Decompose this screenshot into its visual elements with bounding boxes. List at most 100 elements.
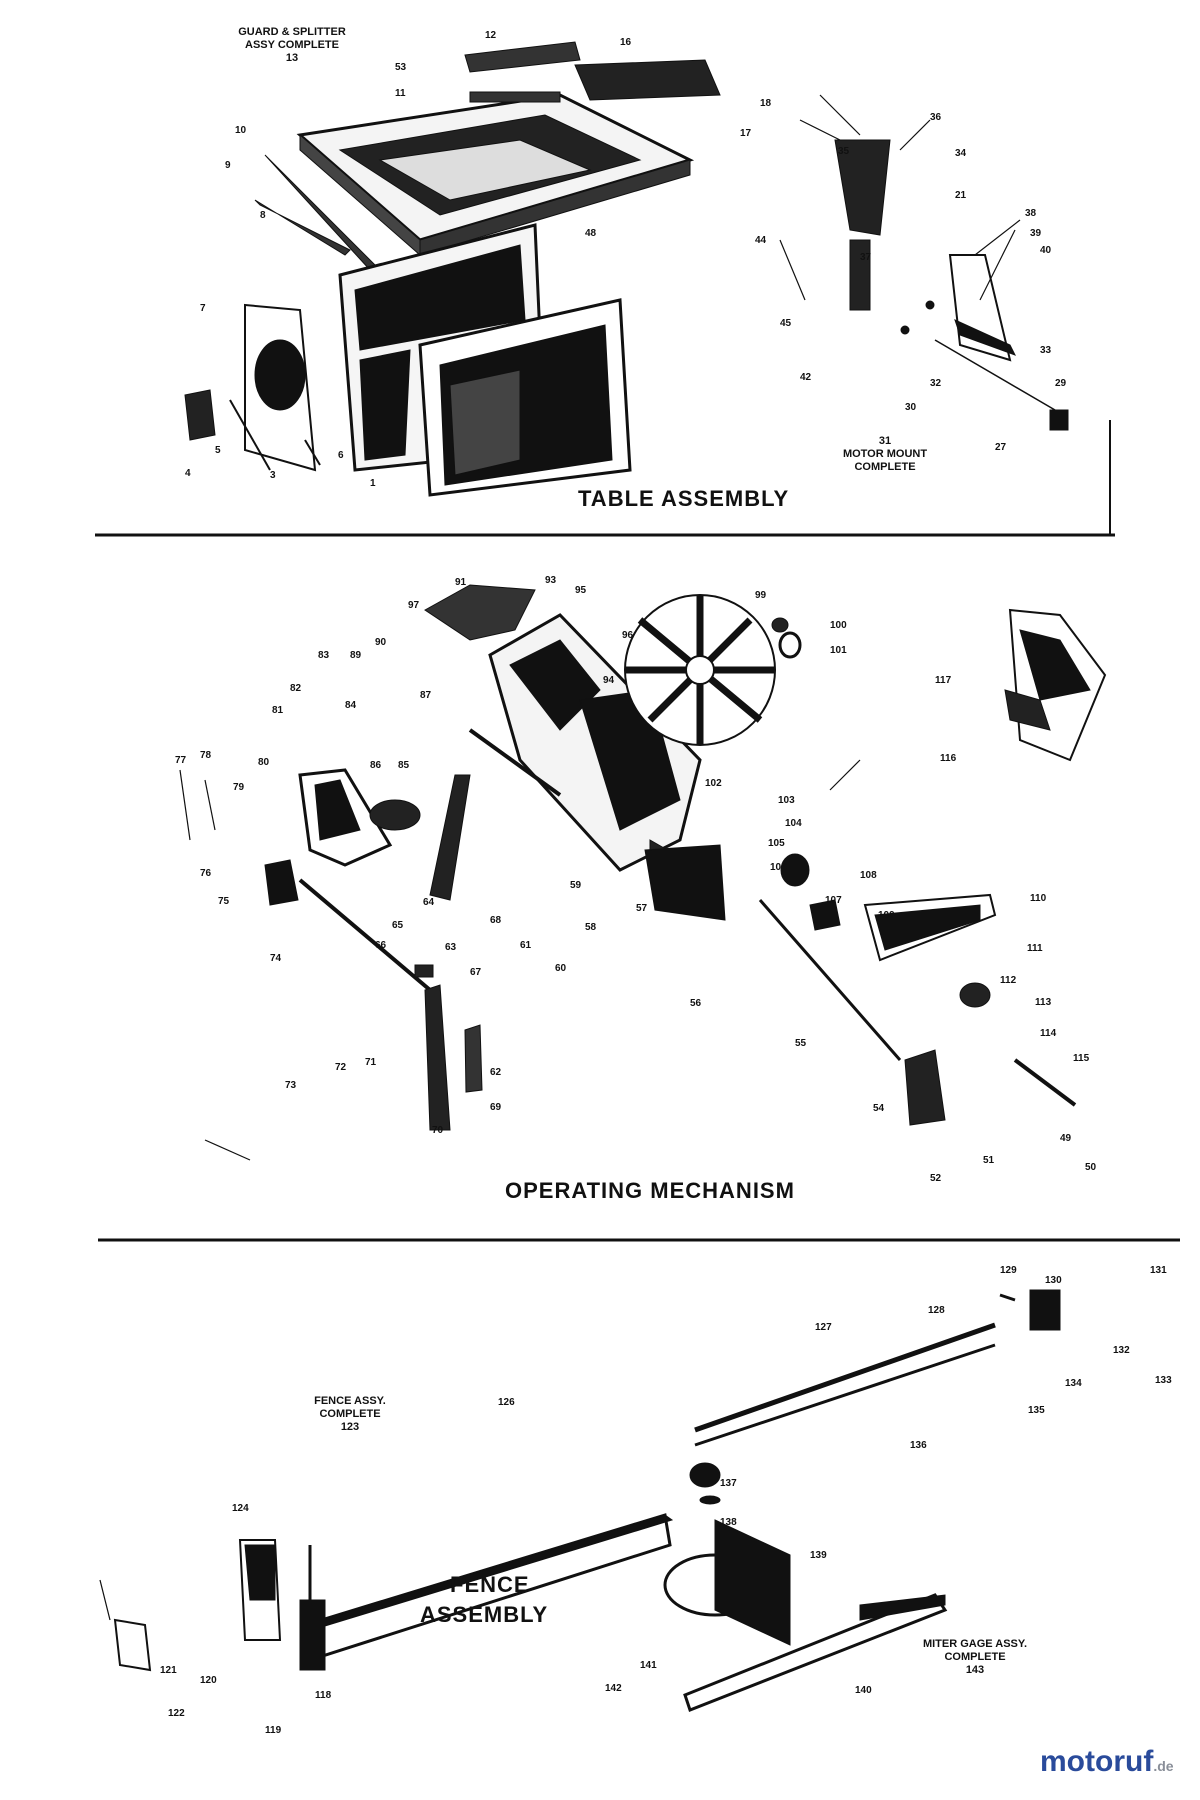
operating-mechanism-art <box>264 584 1107 1131</box>
part-label: 76 <box>200 868 212 879</box>
fence-caption-num: 123 <box>340 1421 360 1433</box>
part-label: 97 <box>408 600 420 611</box>
part-label: 89 <box>350 650 362 661</box>
part-label: 52 <box>930 1173 942 1184</box>
part-label: 39 <box>1030 228 1042 239</box>
part-label: 75 <box>218 896 230 907</box>
part-label: 105 <box>768 838 785 849</box>
guard-caption-line1: GUARD & SPLITTER <box>238 26 346 38</box>
operating-mechanism-title: OPERATING MECHANISM <box>505 1178 795 1203</box>
part-label: 112 <box>1000 975 1017 986</box>
part-label: 6 <box>338 450 344 461</box>
blade-guard <box>464 41 581 73</box>
part-label: 29 <box>1055 378 1067 389</box>
watermark-logo: motoruf.de <box>1040 1745 1174 1779</box>
part-label: 134 <box>1065 1378 1082 1389</box>
part-label: 122 <box>168 1708 185 1719</box>
part-label: 131 <box>1150 1265 1167 1276</box>
part-label: 117 <box>935 675 952 686</box>
fence-caption-line2: COMPLETE <box>319 1408 381 1420</box>
arm-64 <box>429 774 471 901</box>
rail-127 <box>694 1322 996 1433</box>
miter-caption-line2: COMPLETE <box>944 1651 1006 1663</box>
part-62 <box>464 1024 483 1093</box>
part-label: 1 <box>370 478 376 489</box>
part-label: 11 <box>395 88 406 99</box>
part-label: 139 <box>810 1550 827 1561</box>
part-label: 38 <box>1025 208 1037 219</box>
part-label: 103 <box>778 795 795 806</box>
part-label: 27 <box>995 442 1007 453</box>
part-label: 113 <box>1035 997 1052 1008</box>
part-label: 95 <box>575 585 587 596</box>
part-label: 58 <box>585 922 597 933</box>
part-label: 44 <box>755 235 767 246</box>
part-label: 80 <box>258 757 270 768</box>
part-label: 104 <box>785 818 802 829</box>
part-label: 132 <box>1113 1345 1130 1356</box>
fence-assembly-title-line2: ASSEMBLY <box>420 1602 549 1627</box>
leader-lines <box>99 94 1021 1621</box>
part-label: 106 <box>770 862 787 873</box>
part-label: 73 <box>285 1080 297 1091</box>
part-label: 114 <box>1040 1028 1057 1039</box>
part-label: 33 <box>1040 345 1052 356</box>
part-label: 77 <box>175 755 187 766</box>
part-label: 36 <box>930 112 942 123</box>
part-label: 59 <box>570 880 582 891</box>
part-label: 90 <box>375 637 387 648</box>
part-label: 128 <box>928 1305 945 1316</box>
part-label: 48 <box>585 228 597 239</box>
part-label: 116 <box>940 753 957 764</box>
part-label: 45 <box>780 318 792 329</box>
part-label: 10 <box>235 125 247 136</box>
part-label: 60 <box>555 963 567 974</box>
part-label: 126 <box>498 1397 515 1408</box>
motor-mount <box>834 139 891 236</box>
part-label: 141 <box>640 1660 657 1671</box>
rack-56 <box>644 844 726 921</box>
fence-assembly-art <box>113 1289 1061 1712</box>
part-label: 8 <box>260 210 266 221</box>
part-label: 99 <box>755 590 767 601</box>
part-label: 91 <box>455 577 467 588</box>
part-label: 82 <box>290 683 302 694</box>
guard-16 <box>574 59 721 101</box>
part-label: 87 <box>420 690 432 701</box>
part-label: 57 <box>636 903 648 914</box>
part-label: 136 <box>910 1440 927 1451</box>
part-label: 107 <box>825 895 842 906</box>
part-label: 78 <box>200 750 212 761</box>
part-label: 37 <box>860 252 872 263</box>
fence-assy-caption: FENCE ASSY. COMPLETE 123 <box>295 1395 405 1434</box>
part-label: 102 <box>705 778 722 789</box>
part-label: 64 <box>423 897 435 908</box>
part-label: 56 <box>690 998 702 1009</box>
part-label: 94 <box>603 675 615 686</box>
motor-caption-line2: COMPLETE <box>854 461 916 473</box>
part-label: 34 <box>955 148 967 159</box>
part-label: 65 <box>392 920 404 931</box>
part-label: 109 <box>878 910 895 921</box>
part-label: 70 <box>432 1125 444 1136</box>
part-label: 66 <box>375 940 387 951</box>
part-label: 53 <box>395 62 407 73</box>
part-label: 84 <box>345 700 357 711</box>
part-label: 111 <box>1027 943 1043 954</box>
part-label: 83 <box>318 650 330 661</box>
watermark-tld: .de <box>1153 1758 1174 1774</box>
motor-caption-line1: MOTOR MOUNT <box>842 448 928 460</box>
part-label: 21 <box>955 190 967 201</box>
part-label: 17 <box>740 128 752 139</box>
part-label: 100 <box>830 620 847 631</box>
part-label: 49 <box>1060 1133 1072 1144</box>
guard-caption-num: 13 <box>285 52 299 64</box>
part-label: 129 <box>1000 1265 1017 1276</box>
watermark-brand: motoruf <box>1040 1745 1154 1778</box>
part-label: 85 <box>398 760 410 771</box>
part-label: 40 <box>1040 245 1052 256</box>
part-label: 93 <box>545 575 557 586</box>
part-label: 16 <box>620 37 632 48</box>
part-54 <box>904 1049 946 1126</box>
part-label: 68 <box>490 915 502 926</box>
